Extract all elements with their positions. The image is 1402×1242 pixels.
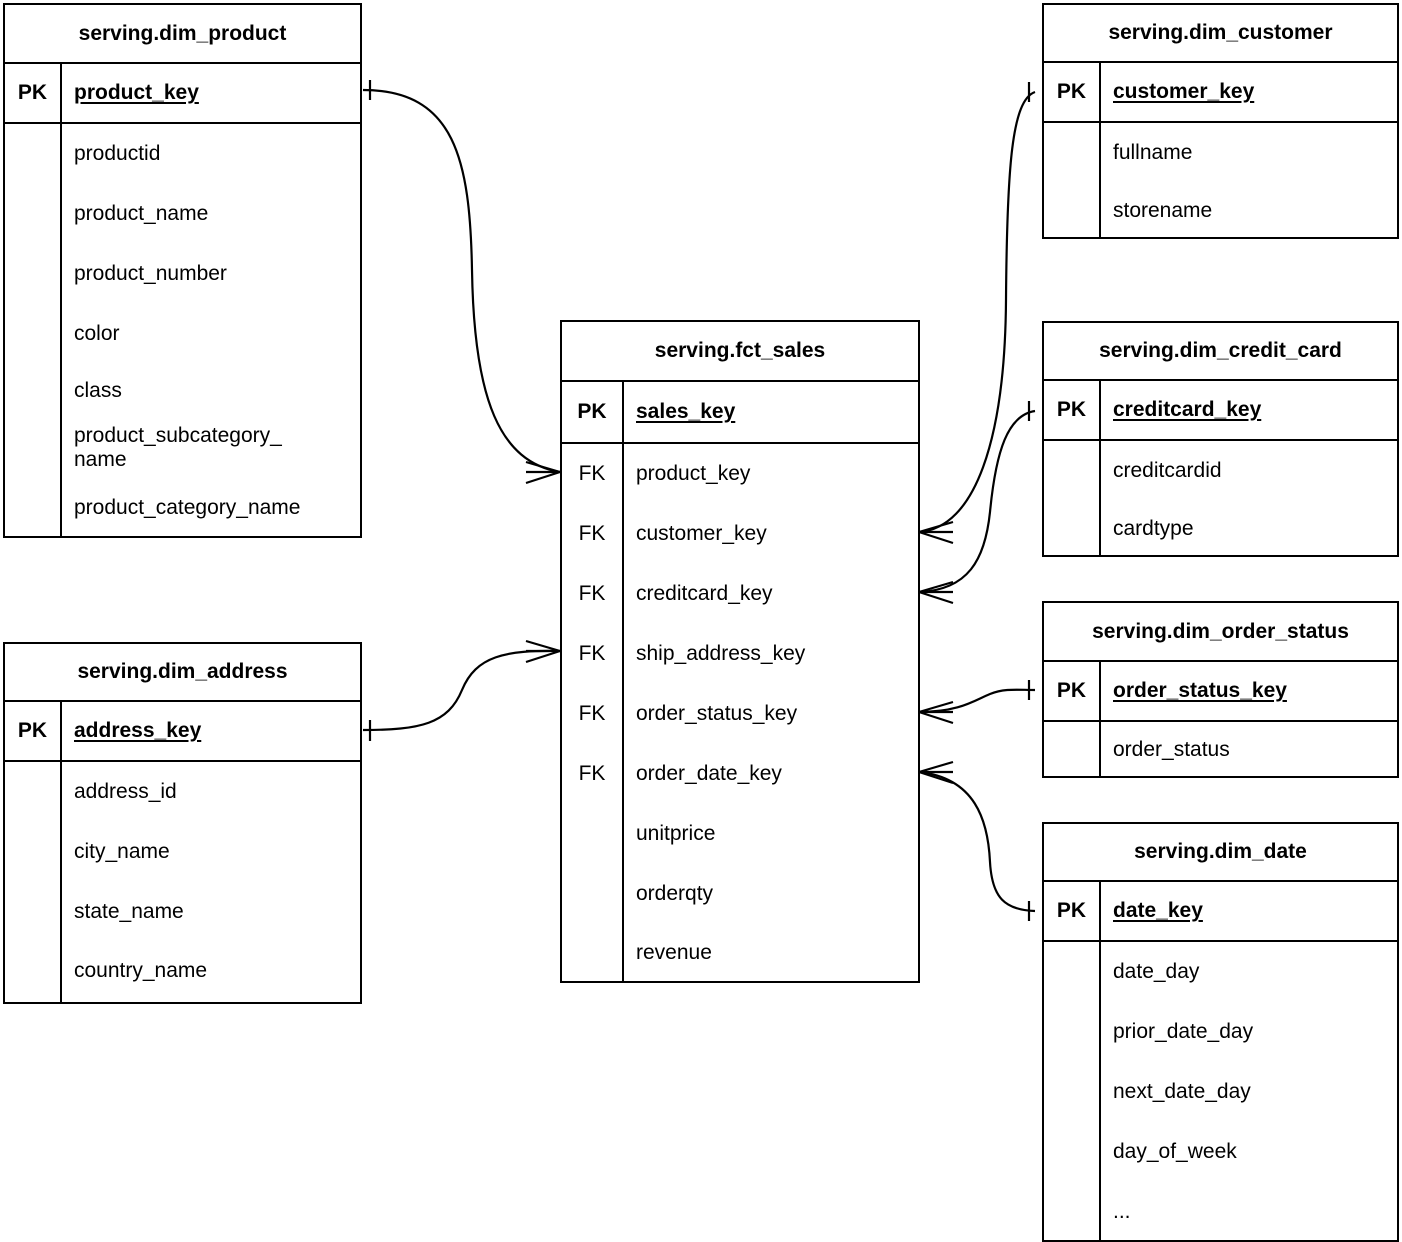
- entity-dim-product[interactable]: serving.dim_product PK product_key produ…: [3, 3, 362, 538]
- field-dim-product-productid[interactable]: productid: [74, 142, 161, 165]
- pk-field-label: date_key: [1113, 899, 1203, 922]
- pk-badge-dim-order-status: PK: [1044, 662, 1099, 722]
- field-dim-customer-customer-key[interactable]: customer_key: [1101, 63, 1397, 123]
- field-dim-order-status-order-status[interactable]: order_status: [1113, 737, 1230, 761]
- pk-field-label: sales_key: [636, 400, 736, 423]
- connector-sales-to-date: [918, 760, 1036, 921]
- field-dim-order-status-order-status-key[interactable]: order_status_key: [1101, 662, 1397, 722]
- field-dim-date-date-day[interactable]: date_day: [1113, 960, 1200, 983]
- pk-badge-dim-credit-card: PK: [1044, 381, 1099, 441]
- field-dim-product-class[interactable]: class: [74, 379, 122, 402]
- field-dim-address-city-name[interactable]: city_name: [74, 840, 170, 863]
- field-fct-sales-revenue[interactable]: revenue: [636, 941, 712, 964]
- connector-product-to-sales: [362, 80, 561, 485]
- entity-title-dim-customer: serving.dim_customer: [1044, 5, 1397, 63]
- field-dim-credit-card-creditcardid[interactable]: creditcardid: [1113, 459, 1222, 482]
- crowfoot-sales-date: [918, 760, 954, 785]
- entity-fct-sales[interactable]: serving.fct_sales PK FK FK FK FK FK FK s…: [560, 320, 920, 983]
- field-dim-credit-card-cardtype[interactable]: cardtype: [1113, 516, 1194, 540]
- field-fct-sales-order-status-key[interactable]: order_status_key: [636, 702, 798, 725]
- entity-title-dim-credit-card: serving.dim_credit_card: [1044, 323, 1397, 381]
- field-dim-product-product-category-name[interactable]: product_category_name: [74, 496, 301, 519]
- entity-title-fct-sales: serving.fct_sales: [562, 322, 918, 382]
- pk-badge-dim-customer: PK: [1044, 63, 1099, 123]
- field-fct-sales-unitprice[interactable]: unitprice: [636, 822, 716, 845]
- fk-badge-product-key: FK: [578, 462, 606, 485]
- field-dim-customer-storename[interactable]: storename: [1113, 198, 1213, 222]
- field-fct-sales-ship-address-key[interactable]: ship_address_key: [636, 642, 806, 665]
- connector-sales-to-order-status: [918, 680, 1036, 725]
- entity-title-dim-address: serving.dim_address: [5, 644, 360, 702]
- field-dim-date-date-key[interactable]: date_key: [1101, 882, 1397, 942]
- entity-title-dim-date: serving.dim_date: [1044, 824, 1397, 882]
- field-line-2: name: [74, 447, 127, 471]
- field-dim-product-color[interactable]: color: [74, 322, 120, 345]
- field-fct-sales-creditcard-key[interactable]: creditcard_key: [636, 582, 773, 605]
- crowfoot-sales-order-status: [918, 700, 954, 725]
- field-dim-credit-card-creditcard-key[interactable]: creditcard_key: [1101, 381, 1397, 441]
- entity-dim-credit-card[interactable]: serving.dim_credit_card PK creditcard_ke…: [1042, 321, 1399, 557]
- field-line-1: product_subcategory_: [74, 424, 282, 447]
- pk-field-label: address_key: [74, 719, 202, 742]
- field-dim-date-ellipsis: ...: [1113, 1200, 1131, 1223]
- pk-badge-dim-product: PK: [5, 64, 60, 124]
- field-dim-product-product-name[interactable]: product_name: [74, 202, 209, 225]
- entity-dim-date[interactable]: serving.dim_date PK date_key date_day pr…: [1042, 822, 1399, 1242]
- field-fct-sales-sales-key[interactable]: sales_key: [624, 382, 918, 444]
- connector-sales-to-customer: [918, 82, 1036, 545]
- fk-badge-creditcard-key: FK: [578, 582, 606, 605]
- entity-title-dim-order-status: serving.dim_order_status: [1044, 603, 1397, 662]
- fk-badge-ship-address-key: FK: [578, 642, 606, 665]
- entity-title-dim-product: serving.dim_product: [5, 5, 360, 64]
- field-fct-sales-order-date-key[interactable]: order_date_key: [636, 762, 782, 785]
- field-dim-address-address-key[interactable]: address_key: [62, 702, 360, 762]
- crowfoot-sales-customer: [918, 520, 954, 545]
- field-dim-address-country-name[interactable]: country_name: [74, 959, 208, 982]
- pk-field-label: customer_key: [1113, 80, 1255, 103]
- pk-field-label: creditcard_key: [1113, 398, 1262, 421]
- pk-badge-fct-sales: PK: [562, 382, 622, 444]
- connector-address-to-sales: [362, 639, 561, 741]
- field-dim-address-address-id[interactable]: address_id: [74, 780, 177, 803]
- pk-field-label: order_status_key: [1113, 679, 1287, 702]
- entity-dim-order-status[interactable]: serving.dim_order_status PK order_status…: [1042, 601, 1399, 778]
- crowfoot-sales-product: [525, 460, 561, 485]
- field-dim-product-product-key[interactable]: product_key: [62, 64, 360, 124]
- connector-sales-to-credit-card: [918, 401, 1036, 605]
- fk-badge-order-date-key: FK: [578, 762, 606, 785]
- entity-dim-address[interactable]: serving.dim_address PK address_key addre…: [3, 642, 362, 1004]
- field-dim-date-day-of-week[interactable]: day_of_week: [1113, 1140, 1237, 1163]
- entity-dim-customer[interactable]: serving.dim_customer PK customer_key ful…: [1042, 3, 1399, 239]
- field-fct-sales-customer-key[interactable]: customer_key: [636, 522, 767, 545]
- pk-field-label: product_key: [74, 81, 199, 104]
- field-fct-sales-orderqty[interactable]: orderqty: [636, 882, 714, 905]
- field-dim-date-prior-date-day[interactable]: prior_date_day: [1113, 1020, 1254, 1043]
- field-dim-customer-fullname[interactable]: fullname: [1113, 141, 1193, 164]
- field-dim-address-state-name[interactable]: state_name: [74, 900, 184, 923]
- field-dim-product-product-subcategory-name[interactable]: product_subcategory_ name: [62, 418, 360, 480]
- fk-badge-order-status-key: FK: [578, 702, 606, 725]
- crowfoot-sales-credit-card: [918, 580, 954, 605]
- field-dim-product-product-number[interactable]: product_number: [74, 262, 227, 285]
- field-dim-date-next-date-day[interactable]: next_date_day: [1113, 1080, 1251, 1103]
- fk-badge-customer-key: FK: [578, 522, 606, 545]
- pk-badge-dim-address: PK: [5, 702, 60, 762]
- pk-badge-dim-date: PK: [1044, 882, 1099, 942]
- crowfoot-sales-address: [525, 639, 561, 664]
- field-fct-sales-product-key[interactable]: product_key: [636, 462, 751, 485]
